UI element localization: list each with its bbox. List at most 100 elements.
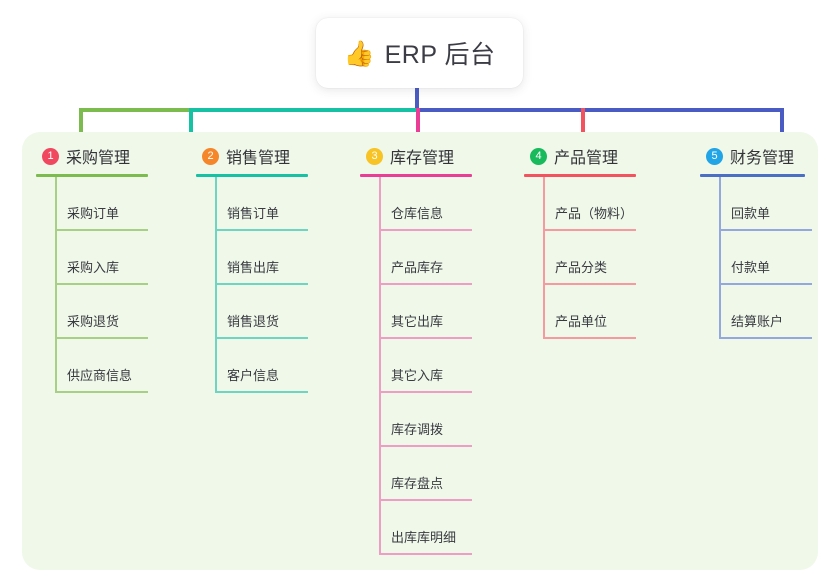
branch-item-label: 采购退货 [67, 314, 120, 329]
branch-item[interactable]: 客户信息 [216, 339, 308, 393]
branch-number-badge: 2 [202, 147, 219, 165]
branch-item-rule [544, 229, 636, 231]
branch-item-label: 产品（物料） [555, 206, 634, 221]
branch-item-label: 库存盘点 [391, 476, 444, 491]
branch-item-label: 产品单位 [555, 314, 608, 329]
branch-spine-line [379, 177, 381, 555]
branch-item-label: 库存调拨 [391, 422, 444, 437]
stub-column-4 [581, 108, 585, 148]
branch-header-rule [524, 174, 636, 177]
branch-item-rule [380, 445, 472, 447]
branch-header-rule [196, 174, 308, 177]
branch-item[interactable]: 结算账户 [720, 285, 812, 339]
branch-number-badge: 3 [366, 147, 383, 165]
branch-item-rule [720, 283, 812, 285]
root-title: ERP 后台 [384, 41, 496, 69]
branch-item-label: 仓库信息 [391, 206, 444, 221]
root-node[interactable]: 👍 ERP 后台 [316, 18, 523, 88]
thumbs-up-icon: 👍 [343, 38, 375, 68]
branch-item[interactable]: 产品（物料） [544, 177, 636, 231]
branch-spine-line [543, 177, 545, 339]
branch-item-label: 出库库明细 [391, 530, 457, 545]
branch-header-rule [36, 174, 148, 177]
branch-items-list: 回款单付款单结算账户 [700, 177, 812, 339]
branch-item[interactable]: 其它出库 [380, 285, 472, 339]
branch-item-label: 其它出库 [391, 314, 444, 329]
branch-item[interactable]: 其它入库 [380, 339, 472, 393]
branch-header-5[interactable]: 5 财务管理 [700, 143, 805, 169]
branch-spine-line [55, 177, 57, 393]
branch-item[interactable]: 供应商信息 [56, 339, 148, 393]
branch-title: 库存管理 [390, 150, 455, 167]
branch-item-rule [216, 283, 308, 285]
branch-header-3[interactable]: 3 库存管理 [360, 143, 472, 169]
branch-title: 销售管理 [226, 150, 291, 167]
branch-item[interactable]: 销售订单 [216, 177, 308, 231]
branch-item-label: 其它入库 [391, 368, 444, 383]
branch-item[interactable]: 回款单 [720, 177, 812, 231]
branch-title: 产品管理 [554, 150, 619, 167]
branch-item-label: 产品分类 [555, 260, 608, 275]
branch-item-rule [216, 337, 308, 339]
branch-column-5: 5 财务管理回款单付款单结算账户 [700, 143, 812, 339]
branch-title: 财务管理 [730, 150, 795, 167]
branch-item[interactable]: 销售出库 [216, 231, 308, 285]
branch-item[interactable]: 产品库存 [380, 231, 472, 285]
branch-item-label: 回款单 [731, 206, 771, 221]
branch-spine-line [215, 177, 217, 393]
branch-column-2: 2 销售管理销售订单销售出库销售退货客户信息 [196, 143, 308, 393]
branch-item-rule [56, 391, 148, 393]
branch-item[interactable]: 产品单位 [544, 285, 636, 339]
branch-item-rule [380, 499, 472, 501]
stub-column-3 [416, 108, 420, 148]
branch-header-rule [700, 174, 805, 177]
branch-item-label: 采购订单 [67, 206, 120, 221]
branch-header-4[interactable]: 4 产品管理 [524, 143, 636, 169]
branch-item[interactable]: 销售退货 [216, 285, 308, 339]
branch-item[interactable]: 采购退货 [56, 285, 148, 339]
branch-header-2[interactable]: 2 销售管理 [196, 143, 308, 169]
branch-item[interactable]: 付款单 [720, 231, 812, 285]
branch-item-label: 销售退货 [227, 314, 280, 329]
stub-column-5 [780, 108, 784, 148]
branch-item-label: 产品库存 [391, 260, 444, 275]
branch-column-4: 4 产品管理产品（物料） 产品分类产品单位 [524, 143, 636, 339]
branch-item-label: 结算账户 [731, 314, 784, 329]
branch-items-list: 采购订单采购入库采购退货供应商信息 [36, 177, 148, 393]
branch-item-rule [720, 229, 812, 231]
branch-number-badge: 4 [530, 147, 547, 165]
branch-item[interactable]: 库存调拨 [380, 393, 472, 447]
stub-column-2 [189, 108, 193, 148]
branch-item-rule [216, 391, 308, 393]
branch-item[interactable]: 仓库信息 [380, 177, 472, 231]
branch-item[interactable]: 产品分类 [544, 231, 636, 285]
branch-item-rule [380, 283, 472, 285]
branch-item-rule [380, 229, 472, 231]
branch-item-rule [56, 337, 148, 339]
branch-item-rule [56, 229, 148, 231]
branch-item[interactable]: 采购入库 [56, 231, 148, 285]
branch-item-rule [380, 553, 472, 555]
branch-header-rule [360, 174, 472, 177]
bar-segment-green [79, 108, 189, 112]
branch-number-badge: 1 [42, 147, 59, 165]
branch-item-rule [720, 337, 812, 339]
branch-items-list: 产品（物料） 产品分类产品单位 [524, 177, 636, 339]
branch-item-label: 销售出库 [227, 260, 280, 275]
branch-item-label: 销售订单 [227, 206, 280, 221]
branch-item[interactable]: 采购订单 [56, 177, 148, 231]
branch-item-rule [56, 283, 148, 285]
branch-item-rule [380, 391, 472, 393]
branch-number-badge: 5 [706, 147, 723, 165]
branch-item-label: 客户信息 [227, 368, 280, 383]
branch-item-rule [216, 229, 308, 231]
branch-item-label: 供应商信息 [67, 368, 133, 383]
branch-item-rule [380, 337, 472, 339]
branch-column-3: 3 库存管理仓库信息产品库存其它出库其它入库库存调拨库存盘点出库库明细 [360, 143, 472, 555]
branch-item[interactable]: 库存盘点 [380, 447, 472, 501]
branch-item-rule [544, 337, 636, 339]
branch-item-label: 采购入库 [67, 260, 120, 275]
branch-item[interactable]: 出库库明细 [380, 501, 472, 555]
